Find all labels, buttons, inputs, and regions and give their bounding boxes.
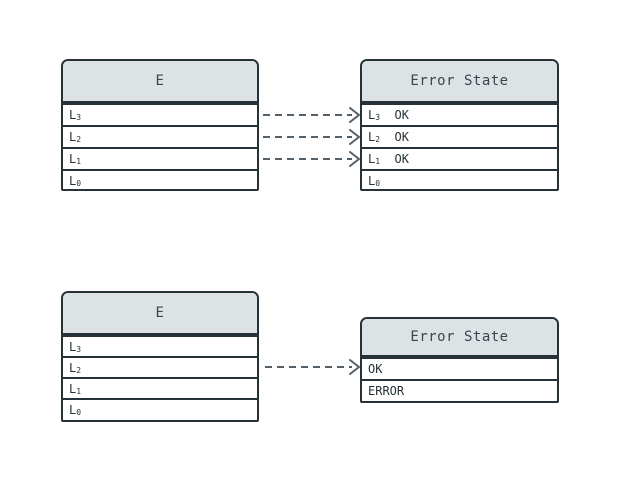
table-header-title: E — [63, 61, 257, 103]
table-header-title: E — [63, 293, 257, 335]
table-row[interactable]: OK — [362, 357, 557, 379]
connector-l2-top — [263, 129, 360, 145]
connector-l2-bottom — [265, 359, 360, 375]
table-row[interactable]: ERROR — [362, 379, 557, 401]
row-label: L — [69, 381, 77, 396]
row-label: L — [69, 360, 77, 375]
row-label: L — [69, 108, 77, 122]
table-header-title: Error State — [362, 61, 557, 103]
row-label: L — [69, 130, 77, 144]
row-label: L — [69, 152, 77, 166]
row-label: L — [69, 339, 77, 354]
connector-l3-top — [263, 107, 360, 123]
row-label: L — [368, 108, 376, 122]
arrowhead-icon — [349, 107, 360, 123]
arrowhead-icon — [349, 359, 360, 375]
connector-l1-top — [263, 151, 360, 167]
arrowhead-icon — [349, 129, 360, 145]
table-header-title: Error State — [362, 319, 557, 357]
row-status: OK — [380, 152, 409, 166]
row-label: L — [69, 174, 77, 188]
row-status: OK — [380, 130, 409, 144]
arrowhead-icon — [349, 151, 360, 167]
row-label: OK — [368, 362, 383, 376]
row-label: L — [368, 152, 376, 166]
row-status: OK — [380, 108, 409, 122]
row-label: L — [368, 174, 376, 188]
row-label: L — [368, 130, 376, 144]
target-table-error-state-bottom[interactable]: Error State OK ERROR — [360, 317, 559, 403]
row-label: ERROR — [368, 384, 405, 398]
row-label: L — [69, 402, 77, 417]
